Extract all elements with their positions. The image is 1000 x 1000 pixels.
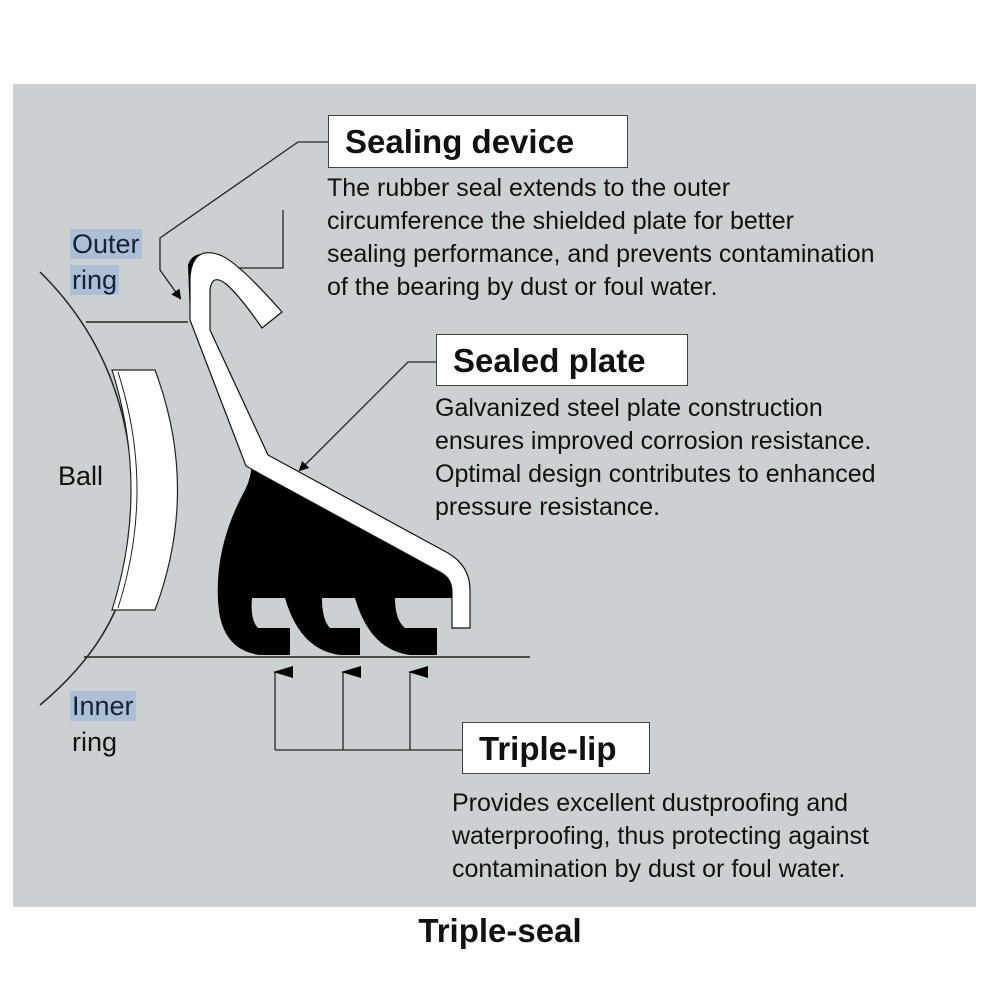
- ball-label: Ball: [58, 461, 104, 491]
- outer-ring-label: Outer ring: [70, 226, 142, 298]
- sealed-plate-description: Galvanized steel plate construction ensu…: [435, 392, 876, 524]
- sealing-device-description: The rubber seal extends to the outer cir…: [327, 172, 875, 304]
- sealing-device-title-box: Sealing device: [328, 115, 628, 168]
- inner-ring-label-line-2: ring: [72, 727, 118, 757]
- rubber-seal: [188, 253, 458, 655]
- triple-lip-line: contamination by dust or foul water.: [452, 855, 846, 883]
- sealing-device-line: of the bearing by dust or foul water.: [327, 273, 718, 301]
- figure-caption: Triple-seal: [418, 912, 582, 949]
- sealing-device-bracket: [238, 210, 284, 269]
- sealing-device-title: Sealing device: [345, 123, 575, 160]
- outer-ring-label-line-2: ring: [70, 265, 120, 295]
- sealed-plate-leader: [298, 361, 438, 472]
- outer-ring-label-line-1: Outer: [70, 229, 142, 259]
- sealed-plate-line: pressure resistance.: [435, 493, 661, 521]
- sealed-plate-title: Sealed plate: [453, 341, 646, 379]
- ball-shape: [111, 369, 179, 611]
- triple-lip-title: Triple-lip: [479, 729, 617, 767]
- triple-lip-description: Provides excellent dustproofing and wate…: [452, 787, 869, 886]
- sealed-plate: [189, 252, 471, 629]
- triple-lip-line: waterproofing, thus protecting against: [452, 822, 869, 850]
- sealed-plate-line: ensures improved corrosion resistance.: [435, 427, 872, 455]
- inner-ring-label-line-1: Inner: [70, 691, 136, 721]
- sealed-plate-line: Optimal design contributes to enhanced: [435, 460, 876, 488]
- sealing-device-line: circumference the shielded plate for bet…: [327, 207, 794, 235]
- triple-lip-line: Provides excellent dustproofing and: [452, 789, 849, 817]
- inner-ring-label: Inner ring: [70, 688, 136, 760]
- sealing-device-line: sealing performance, and prevents contam…: [327, 240, 875, 268]
- triple-lip-title-box: Triple-lip: [462, 722, 650, 774]
- sealing-device-line: The rubber seal extends to the outer: [327, 174, 731, 202]
- ball-inner-edge: [117, 371, 138, 609]
- sealing-device-leader: [159, 141, 330, 300]
- sealed-plate-title-box: Sealed plate: [436, 334, 688, 386]
- sealed-plate-line: Galvanized steel plate construction: [435, 394, 823, 422]
